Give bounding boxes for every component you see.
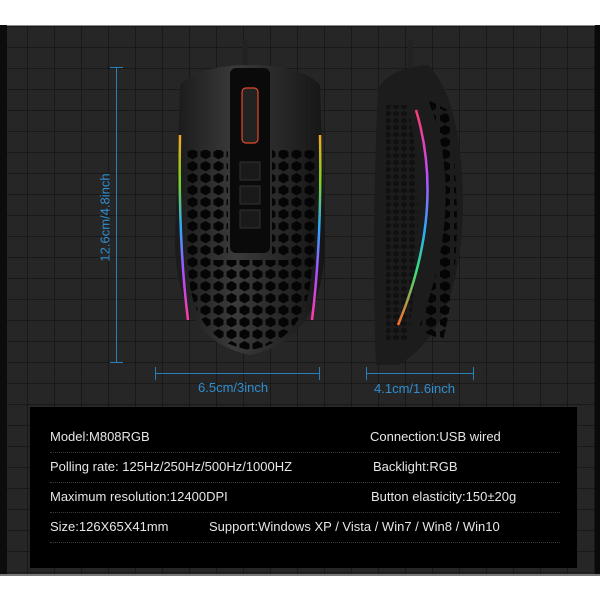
width-dimension-cap-left: [155, 367, 156, 380]
height-dimension-cap-left: [366, 367, 367, 380]
spec-row-resolution: Maximum resolution:12400DPI Button elast…: [50, 482, 560, 513]
length-dimension-cap-top: [110, 67, 123, 68]
spec-size: Size:126X65X41mm: [50, 519, 169, 534]
spec-panel: Model:M808RGB Connection:USB wired Polli…: [30, 407, 577, 568]
height-dimension-cap-right: [473, 367, 474, 380]
height-dimension-label: 4.1cm/1.6inch: [374, 381, 455, 396]
spec-row-size: Size:126X65X41mm Support:Windows XP / Vi…: [50, 512, 560, 543]
spec-max-resolution: Maximum resolution:12400DPI: [50, 489, 228, 504]
spec-row-model: Model:M808RGB Connection:USB wired: [50, 422, 560, 453]
spec-support: Support:Windows XP / Vista / Win7 / Win8…: [209, 519, 500, 534]
mouse-side-view-image: [373, 40, 463, 365]
right-edge: [595, 25, 600, 575]
height-dimension-line: [366, 373, 474, 374]
bottom-divider: [0, 574, 600, 576]
spec-connection: Connection:USB wired: [370, 429, 501, 444]
width-dimension-cap-right: [319, 367, 320, 380]
length-dimension-label: 12.6cm/4.8inch: [97, 173, 113, 262]
spec-polling-rate: Polling rate: 125Hz/250Hz/500Hz/1000HZ: [50, 459, 293, 474]
length-dimension-cap-bottom: [110, 362, 123, 363]
mouse-top-view-image: [175, 40, 325, 355]
length-dimension-line: [116, 67, 117, 363]
spec-backlight: Backlight:RGB: [373, 459, 458, 474]
spec-row-polling: Polling rate: 125Hz/250Hz/500Hz/1000HZ B…: [50, 452, 560, 483]
left-edge: [0, 25, 7, 575]
width-dimension-line: [155, 373, 320, 374]
spec-model: Model:M808RGB: [50, 429, 150, 444]
spec-button-elasticity: Button elasticity:150±20g: [371, 489, 517, 504]
width-dimension-label: 6.5cm/3inch: [198, 380, 269, 395]
